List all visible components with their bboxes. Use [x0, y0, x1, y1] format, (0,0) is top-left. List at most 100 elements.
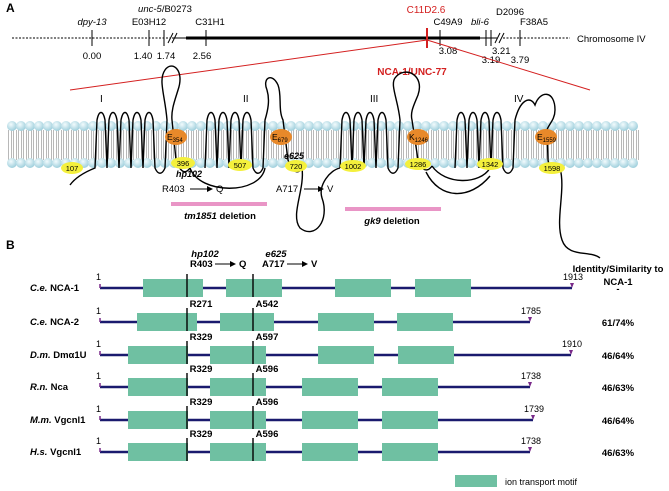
- domain-i-label: I: [100, 94, 103, 105]
- top-allele-hp102: hp102: [191, 249, 219, 260]
- lipid-head: [259, 158, 269, 168]
- lipid-head: [394, 121, 404, 131]
- pos-bli6: 3.19: [482, 55, 501, 66]
- domain-ii-label: II: [243, 94, 249, 105]
- top-mutation-to: Q: [239, 259, 246, 270]
- end-tick: [528, 317, 532, 322]
- lipid-head: [610, 121, 620, 131]
- pos-c31h1: 2.56: [193, 51, 212, 62]
- lipid-head: [160, 121, 170, 131]
- svg-text:Q: Q: [216, 184, 223, 195]
- lipid-head: [511, 121, 521, 131]
- lipid-head: [520, 121, 530, 131]
- lipid-head: [70, 121, 80, 131]
- top-allele-e625: e625: [265, 249, 287, 260]
- seq-end: 1738: [521, 436, 541, 446]
- end-tick: [528, 382, 532, 387]
- chromosome-label: Chromosome IV: [577, 34, 646, 45]
- lipid-head: [466, 121, 476, 131]
- seq-end: 1739: [524, 404, 544, 414]
- residue-720: 720: [285, 160, 307, 172]
- identity-value: 46/64%: [602, 351, 635, 362]
- lipid-head: [97, 158, 107, 168]
- nca1-topology: [69, 65, 601, 259]
- allele-hp102: hp102: [176, 169, 202, 179]
- lipid-head: [529, 121, 539, 131]
- identity-value: -: [616, 284, 619, 295]
- ion-transport-motif: [226, 279, 282, 297]
- svg-text:A717: A717: [276, 184, 298, 195]
- species-label: C.e. NCA-1: [30, 283, 80, 294]
- residue-markers-yellow: 107 396 507 720 1002 1286 1342 1598: [61, 157, 565, 174]
- mark-a-label: R329: [190, 397, 213, 408]
- lipid-head: [115, 158, 125, 168]
- pos-e03h12: 1.40: [134, 51, 153, 62]
- lipid-head: [79, 121, 89, 131]
- top-mutation-arrow-head: [302, 261, 308, 267]
- deletion-tm1851-label: tm1851 deletion: [184, 211, 256, 222]
- ion-transport-motif: [302, 443, 358, 461]
- legend: ion transport motif: [455, 475, 578, 487]
- lipid-head: [421, 121, 431, 131]
- pos-unc5: 1.74: [157, 51, 176, 62]
- domain-iv-label: IV: [514, 94, 524, 105]
- lipid-head: [574, 158, 584, 168]
- residue-507: 507: [228, 159, 252, 171]
- seq-start: 1: [96, 306, 101, 316]
- ion-transport-motif: [210, 346, 266, 364]
- svg-text:396: 396: [177, 159, 190, 168]
- allele-e625: e625: [284, 151, 305, 161]
- lipid-head: [43, 158, 53, 168]
- identity-value: 46/63%: [602, 448, 635, 459]
- lipid-head: [439, 121, 449, 131]
- svg-text:E354: E354: [167, 132, 183, 144]
- lipid-head: [574, 121, 584, 131]
- marker-dpy13: dpy-13: [77, 17, 107, 28]
- ion-transport-motif: [382, 443, 438, 461]
- identity-value: 61/74%: [602, 318, 635, 329]
- top-mutation-to: V: [311, 259, 318, 270]
- mutation-r403q: R403 Q: [162, 184, 223, 195]
- lipid-head: [547, 121, 557, 131]
- lipid-head: [259, 121, 269, 131]
- top-mutation-1: A717 V: [262, 259, 318, 270]
- species-label: M.m. Vgcnl1: [30, 415, 86, 426]
- residue-k1246: K1246: [407, 129, 429, 145]
- svg-text:E679: E679: [272, 132, 288, 144]
- svg-text:V: V: [327, 184, 334, 195]
- lipid-head: [394, 158, 404, 168]
- ion-transport-motif: [302, 411, 358, 429]
- residue-markers-orange: E354 E679 K1246 E1559: [165, 129, 557, 145]
- ion-transport-motif: [210, 378, 266, 396]
- lipid-head: [286, 121, 296, 131]
- lipid-head: [601, 158, 611, 168]
- pos-dpy13: 0.00: [83, 51, 102, 62]
- ion-transport-motif: [143, 279, 203, 297]
- identity-header-line1: Identity/Similarity to: [573, 264, 664, 275]
- lipid-head: [268, 121, 278, 131]
- lipid-head: [304, 121, 314, 131]
- zoom-line-right: [426, 39, 591, 91]
- lipid-head: [592, 158, 602, 168]
- lipid-head: [583, 158, 593, 168]
- lipid-head: [106, 121, 116, 131]
- lipid-head: [7, 121, 17, 131]
- lipid-head: [25, 121, 35, 131]
- end-tick: [528, 447, 532, 452]
- lipid-head: [16, 121, 26, 131]
- nca-gene-label: C11D2.6: [407, 5, 446, 16]
- residue-1342: 1342: [477, 158, 503, 170]
- lipid-head: [52, 158, 62, 168]
- ion-transport-motif: [398, 346, 454, 364]
- ion-transport-motif: [128, 378, 188, 396]
- marker-f38a5: F38A5: [520, 17, 548, 28]
- marker-d2096: D2096: [496, 7, 524, 18]
- top-mutation-from: A717: [262, 259, 285, 270]
- end-tick: [531, 415, 535, 420]
- lipid-head: [34, 121, 44, 131]
